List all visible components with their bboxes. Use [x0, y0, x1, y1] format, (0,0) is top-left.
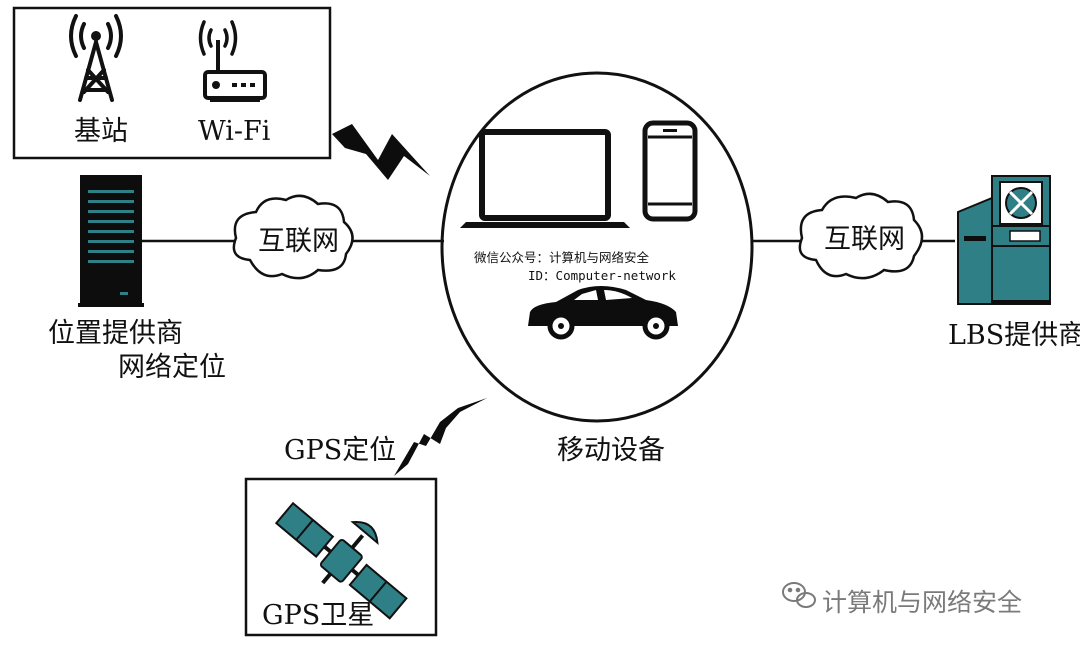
wechat-id-text: ID：Computer-network	[528, 268, 676, 283]
internet-label-right: 互联网	[824, 224, 905, 255]
satellite-icon	[274, 501, 408, 620]
wechat-icon	[782, 582, 816, 608]
wifi-label: Wi-Fi	[198, 116, 271, 147]
mobile-device-label: 移动设备	[557, 435, 665, 466]
gps-satellite-label: GPS卫星	[262, 600, 375, 631]
gps-positioning-label: GPS定位	[284, 435, 397, 466]
lbs-provider-label: LBS提供商	[948, 320, 1080, 351]
cell-tower-icon	[69, 14, 123, 102]
smartphone-icon	[642, 120, 698, 222]
lightning-bolt-icon	[332, 124, 430, 180]
wechat-account-text: 微信公众号：计算机与网络安全	[474, 250, 650, 265]
network-positioning-label: 网络定位	[118, 352, 226, 383]
lbs-server-icon	[957, 175, 1051, 305]
car-icon	[528, 286, 678, 340]
signal-source-box	[12, 6, 332, 160]
watermark-text: 计算机与网络安全	[822, 588, 1023, 617]
mobile-device-ellipse	[440, 71, 754, 423]
internet-cloud-right	[798, 192, 924, 280]
server-rack-icon	[78, 175, 144, 307]
base-station-label: 基站	[74, 116, 128, 147]
internet-label-left: 互联网	[258, 226, 339, 257]
internet-cloud-left	[232, 194, 354, 280]
laptop-icon	[460, 129, 630, 228]
position-provider-label: 位置提供商	[48, 318, 183, 349]
lightning-bolt-icon	[394, 398, 487, 476]
wifi-router-icon	[198, 20, 267, 102]
gps-satellite-box	[244, 477, 438, 637]
